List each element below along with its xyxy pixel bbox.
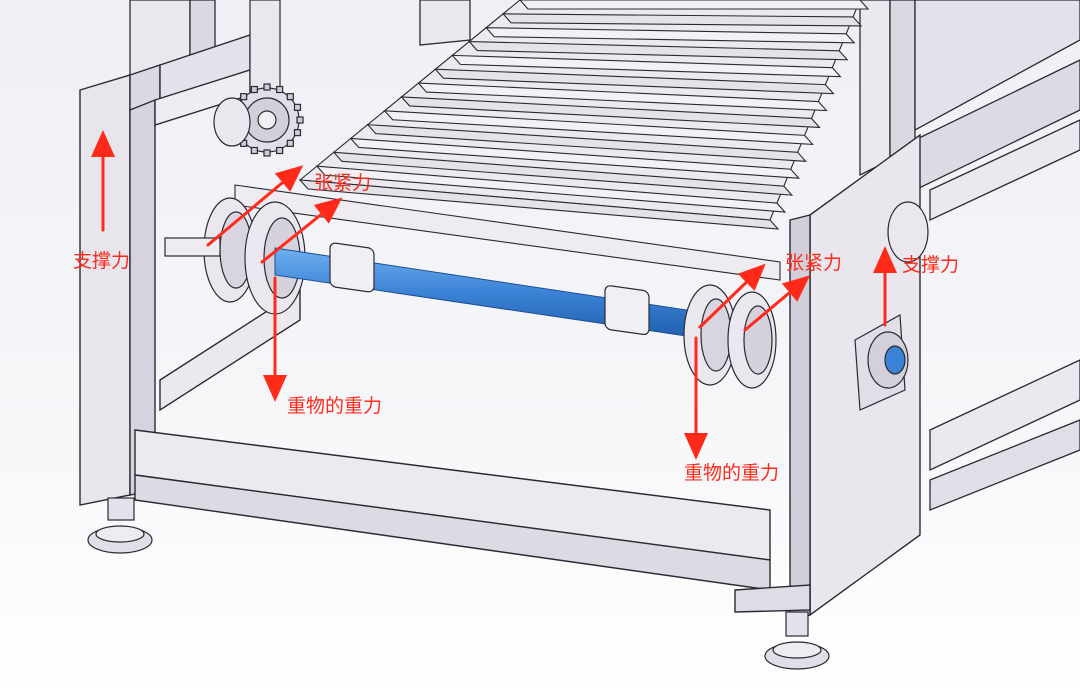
shaft-collar-left: [329, 242, 375, 293]
sprocket-tooth: [293, 103, 302, 111]
sprocket-tooth: [293, 129, 302, 137]
conveyor-slat: [349, 137, 801, 179]
label-tension-right: 张紧力: [785, 252, 843, 274]
right-roller-assembly: [683, 284, 777, 389]
sprocket-tooth: [286, 93, 294, 101]
conveyor-slat: [519, 0, 870, 10]
sprocket-tooth: [250, 146, 258, 155]
conveyor-slat: [298, 179, 780, 230]
sprocket-tooth: [263, 83, 271, 91]
label-gravity-left: 重物的重力: [287, 395, 383, 417]
conveyor-slat: [315, 165, 787, 213]
conveyor-slat: [434, 68, 835, 95]
conveyor-slat: [484, 27, 856, 44]
label-support-right: 支撑力: [902, 254, 960, 276]
conveyor-slat: [383, 110, 814, 146]
sprocket-tooth: [296, 116, 304, 124]
label-gravity-right: 重物的重力: [684, 462, 780, 484]
slat-conveyor: [298, 0, 870, 230]
conveyor-slat: [467, 40, 849, 61]
label-support-left: 支撑力: [73, 250, 131, 272]
force-arrows: [91, 130, 897, 460]
sprocket-tooth: [276, 146, 284, 155]
tension-arrow-right-1: [698, 263, 766, 329]
shaft-collar-right: [604, 285, 650, 336]
conveyor-slat: [501, 13, 863, 27]
tension-arrow-left-1: [206, 165, 304, 247]
tension-arrow-right-2: [743, 275, 811, 332]
drive-shaft: [274, 242, 701, 339]
conveyor-slat: [417, 82, 828, 112]
bearing-icon: [854, 201, 929, 411]
label-tension-left: 张紧力: [314, 172, 372, 194]
sprocket-tooth: [286, 139, 294, 147]
leveling-foot-icon: [87, 497, 830, 670]
left-upright: [79, 34, 771, 591]
conveyor-slat: [451, 54, 842, 78]
conveyor-slat: [400, 96, 821, 129]
conveyor-slat: [332, 151, 794, 196]
sprocket-tooth: [250, 85, 258, 94]
tension-arrow-left-2: [260, 197, 343, 264]
conveyor-slat: [366, 123, 807, 162]
sprocket-tooth: [276, 85, 284, 94]
sprocket-tooth: [240, 93, 248, 101]
sprocket-icon: [213, 0, 304, 157]
sprocket-tooth: [263, 149, 271, 157]
